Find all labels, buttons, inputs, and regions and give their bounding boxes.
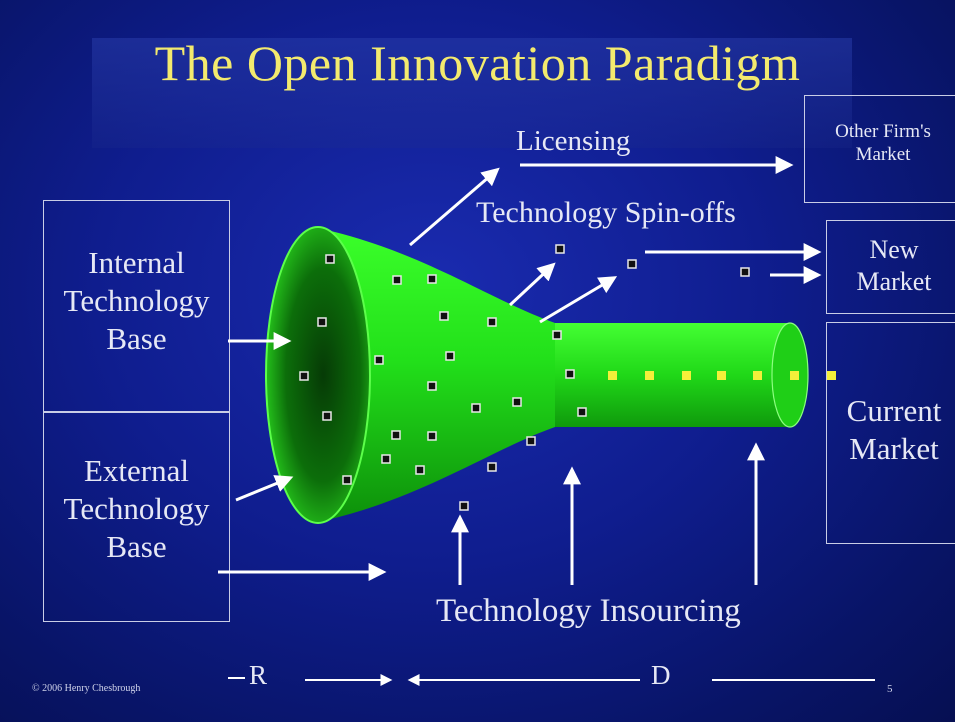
technology-dots <box>299 244 750 511</box>
licensing-label: Licensing <box>516 125 631 157</box>
box-divider <box>43 411 230 413</box>
d-label: D <box>651 660 671 690</box>
external-technology-base-label: External Technology Base <box>63 453 210 564</box>
other-firms-market-label: Other Firm's Market <box>835 121 931 166</box>
r-label: R <box>249 660 268 690</box>
licensing-diagonal-arrow <box>409 167 500 247</box>
new-market-box <box>826 220 955 314</box>
current-market-box <box>826 322 955 544</box>
spin-off-arrow-1 <box>508 262 556 307</box>
current-market-label: Current Market <box>846 393 942 466</box>
new-market-label: New Market <box>856 235 932 296</box>
output-arrows <box>409 156 822 324</box>
page-number: 5 <box>887 683 893 695</box>
internal-technology-base-label: Internal Technology Base <box>63 245 210 356</box>
external-base-arrow-1 <box>235 475 294 502</box>
other-firms-market-box <box>804 95 955 203</box>
slide-title: The Open Innovation Paradigm <box>154 35 801 91</box>
r-and-d-timeline <box>228 674 875 686</box>
funnel-cone <box>265 226 555 524</box>
input-arrows <box>218 332 765 585</box>
title-band <box>92 38 852 148</box>
copyright-text: © 2006 Henry Chesbrough <box>32 683 141 694</box>
spin-off-arrow-2 <box>539 276 618 324</box>
current-market-dotted-path <box>608 371 836 380</box>
technology-spin-offs-label: Technology Spin-offs <box>476 196 736 229</box>
technology-insourcing-label: Technology Insourcing <box>436 593 741 629</box>
